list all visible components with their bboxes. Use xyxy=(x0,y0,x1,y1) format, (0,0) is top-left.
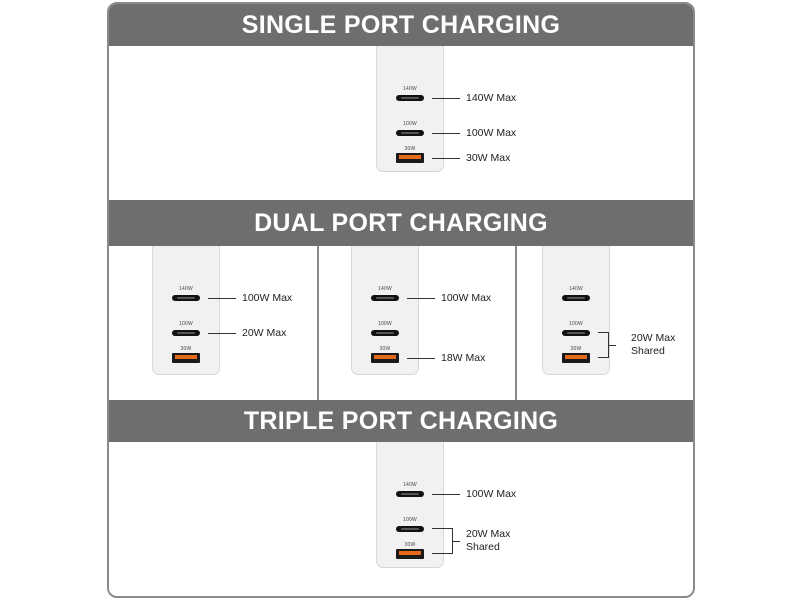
callout-triple-shared: 20W Max Shared xyxy=(466,528,510,554)
port-label-a: 30W xyxy=(180,346,192,352)
usb-c-port-2 xyxy=(396,130,424,136)
port-label-a: 30W xyxy=(570,346,582,352)
usb-a-port xyxy=(371,353,399,363)
charger: 140W 100W 30W xyxy=(152,246,220,375)
leader-line xyxy=(432,133,460,134)
charger: 140W 100W 30W xyxy=(376,442,444,568)
usb-a-port xyxy=(172,353,200,363)
banner-triple-port: TRIPLE PORT CHARGING xyxy=(109,400,693,442)
usb-c-port-2 xyxy=(562,330,590,336)
port-label-c2: 100W xyxy=(403,517,417,523)
leader-line xyxy=(407,358,435,359)
usb-a-port xyxy=(562,353,590,363)
leader-line xyxy=(598,357,608,358)
port-label-c2: 100W xyxy=(569,321,583,327)
panel-divider xyxy=(515,246,517,400)
port-label-c1: 140W xyxy=(403,86,417,92)
callout-dual2-c1: 100W Max xyxy=(441,292,492,304)
leader-line xyxy=(432,98,460,99)
usb-c-port-2 xyxy=(172,330,200,336)
leader-line xyxy=(208,333,236,334)
leader-line xyxy=(432,528,452,529)
panel-triple-port: 140W 100W 30W 100W Max 20W Max Shared xyxy=(109,442,693,596)
panel-dual-port-2: 140W 100W 30W 100W Max 18W Max xyxy=(319,246,515,400)
port-label-c2: 100W xyxy=(179,321,193,327)
usb-c-port-2 xyxy=(396,526,424,532)
callout-dual1-c1: 100W Max xyxy=(242,292,293,304)
usb-c-port-2 xyxy=(371,330,399,336)
port-label-a: 30W xyxy=(404,146,416,152)
usb-c-port-1 xyxy=(172,295,200,301)
callout-dual3-shared-line1: 20W Max xyxy=(631,332,676,344)
port-label-c1: 140W xyxy=(569,286,583,292)
usb-c-port-1 xyxy=(562,295,590,301)
usb-a-port xyxy=(396,549,424,559)
callout-single-c1: 140W Max xyxy=(466,92,517,104)
callout-dual3-shared-line2: Shared xyxy=(631,345,665,357)
leader-line xyxy=(598,332,608,333)
usb-c-port-1 xyxy=(371,295,399,301)
port-label-a: 30W xyxy=(404,542,416,548)
leader-line xyxy=(432,553,452,554)
panel-dual-port-3: 140W 100W 30W 20W Max Shared xyxy=(517,246,693,400)
port-label-c2: 100W xyxy=(403,121,417,127)
callout-dual1-c2: 20W Max xyxy=(242,327,287,339)
callout-triple-shared-line2: Shared xyxy=(466,541,500,553)
banner-triple-title: TRIPLE PORT CHARGING xyxy=(243,406,559,435)
callout-dual2-a: 18W Max xyxy=(441,352,486,364)
port-label-a: 30W xyxy=(379,346,391,352)
leader-line xyxy=(208,298,236,299)
leader-line xyxy=(452,541,460,542)
panel-single-port: 140W 100W 30W 140W Max 100W Max 30W Max xyxy=(109,46,693,200)
infographic-frame: SINGLE PORT CHARGING 140W 100W 30W 140W … xyxy=(107,2,695,598)
banner-dual-port: DUAL PORT CHARGING xyxy=(109,200,693,246)
callout-triple-c1: 100W Max xyxy=(466,488,517,500)
port-label-c1: 140W xyxy=(179,286,193,292)
callout-single-a: 30W Max xyxy=(466,152,511,164)
charger: 140W 100W 30W xyxy=(376,46,444,172)
port-label-c2: 100W xyxy=(378,321,392,327)
leader-line xyxy=(608,345,616,346)
usb-c-port-1 xyxy=(396,491,424,497)
leader-line xyxy=(432,158,460,159)
banner-single-title: SINGLE PORT CHARGING xyxy=(241,10,561,39)
leader-line xyxy=(432,494,460,495)
panel-divider xyxy=(317,246,319,400)
leader-line xyxy=(407,298,435,299)
banner-dual-title: DUAL PORT CHARGING xyxy=(254,208,548,237)
charger: 140W 100W 30W xyxy=(542,246,610,375)
callout-dual3-shared: 20W Max Shared xyxy=(631,332,675,358)
usb-c-port-1 xyxy=(396,95,424,101)
banner-single-port: SINGLE PORT CHARGING xyxy=(109,4,693,46)
panel-dual-port-1: 140W 100W 30W 100W Max 20W Max xyxy=(109,246,317,400)
callout-single-c2: 100W Max xyxy=(466,127,517,139)
charger: 140W 100W 30W xyxy=(351,246,419,375)
usb-a-port xyxy=(396,153,424,163)
port-label-c1: 140W xyxy=(378,286,392,292)
callout-triple-shared-line1: 20W Max xyxy=(466,528,511,540)
port-label-c1: 140W xyxy=(403,482,417,488)
